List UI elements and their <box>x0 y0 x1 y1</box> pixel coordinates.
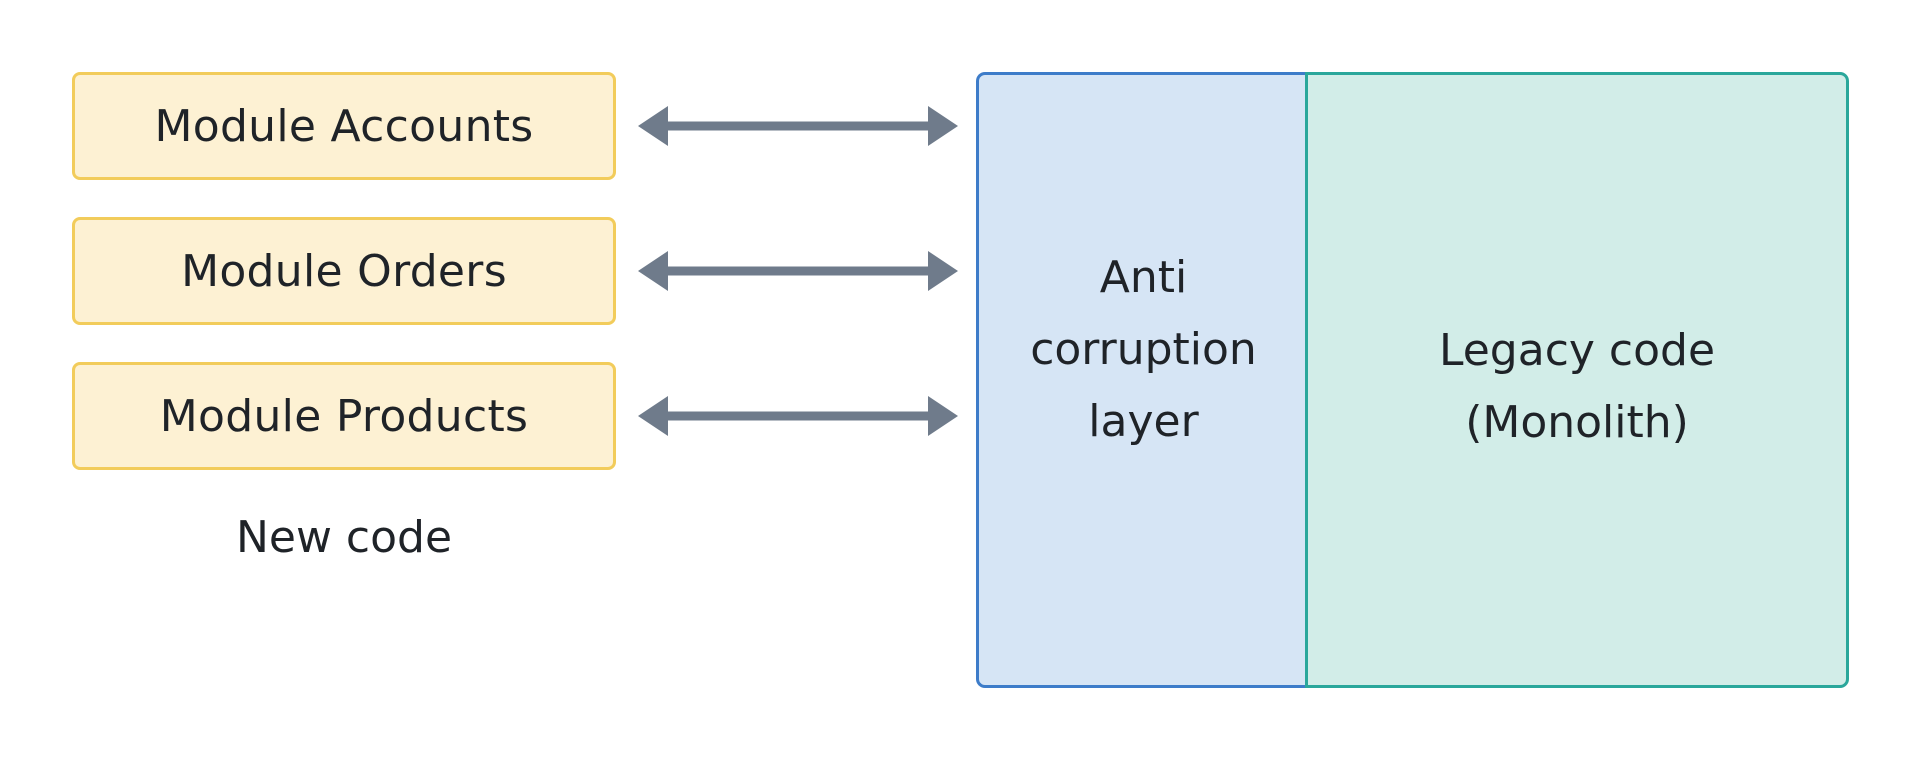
legacy-code-label: Legacy code (Monolith) <box>1439 315 1715 459</box>
module-accounts-box: Module Accounts <box>72 72 616 180</box>
legacy-code-box: Legacy code (Monolith) <box>1305 72 1849 688</box>
arrow-orders-to-acl <box>638 251 958 291</box>
anti-corruption-layer-box: Anti corruption layer <box>976 72 1308 688</box>
anti-corruption-layer-label: Anti corruption layer <box>994 242 1294 458</box>
module-products-box: Module Products <box>72 362 616 470</box>
module-accounts-label: Module Accounts <box>154 100 534 152</box>
legacy-line-2: (Monolith) <box>1465 397 1689 448</box>
new-code-caption: New code <box>235 512 453 563</box>
legacy-line-1: Legacy code <box>1438 325 1716 376</box>
module-orders-box: Module Orders <box>72 217 616 325</box>
arrow-products-to-acl <box>638 396 958 436</box>
arrow-accounts-to-acl <box>638 106 958 146</box>
module-orders-label: Module Orders <box>181 245 507 297</box>
module-products-label: Module Products <box>159 390 529 442</box>
acl-line-2: corruption <box>1030 324 1257 375</box>
acl-line-1: Anti <box>1099 252 1188 303</box>
acl-line-3: layer <box>1088 396 1199 447</box>
